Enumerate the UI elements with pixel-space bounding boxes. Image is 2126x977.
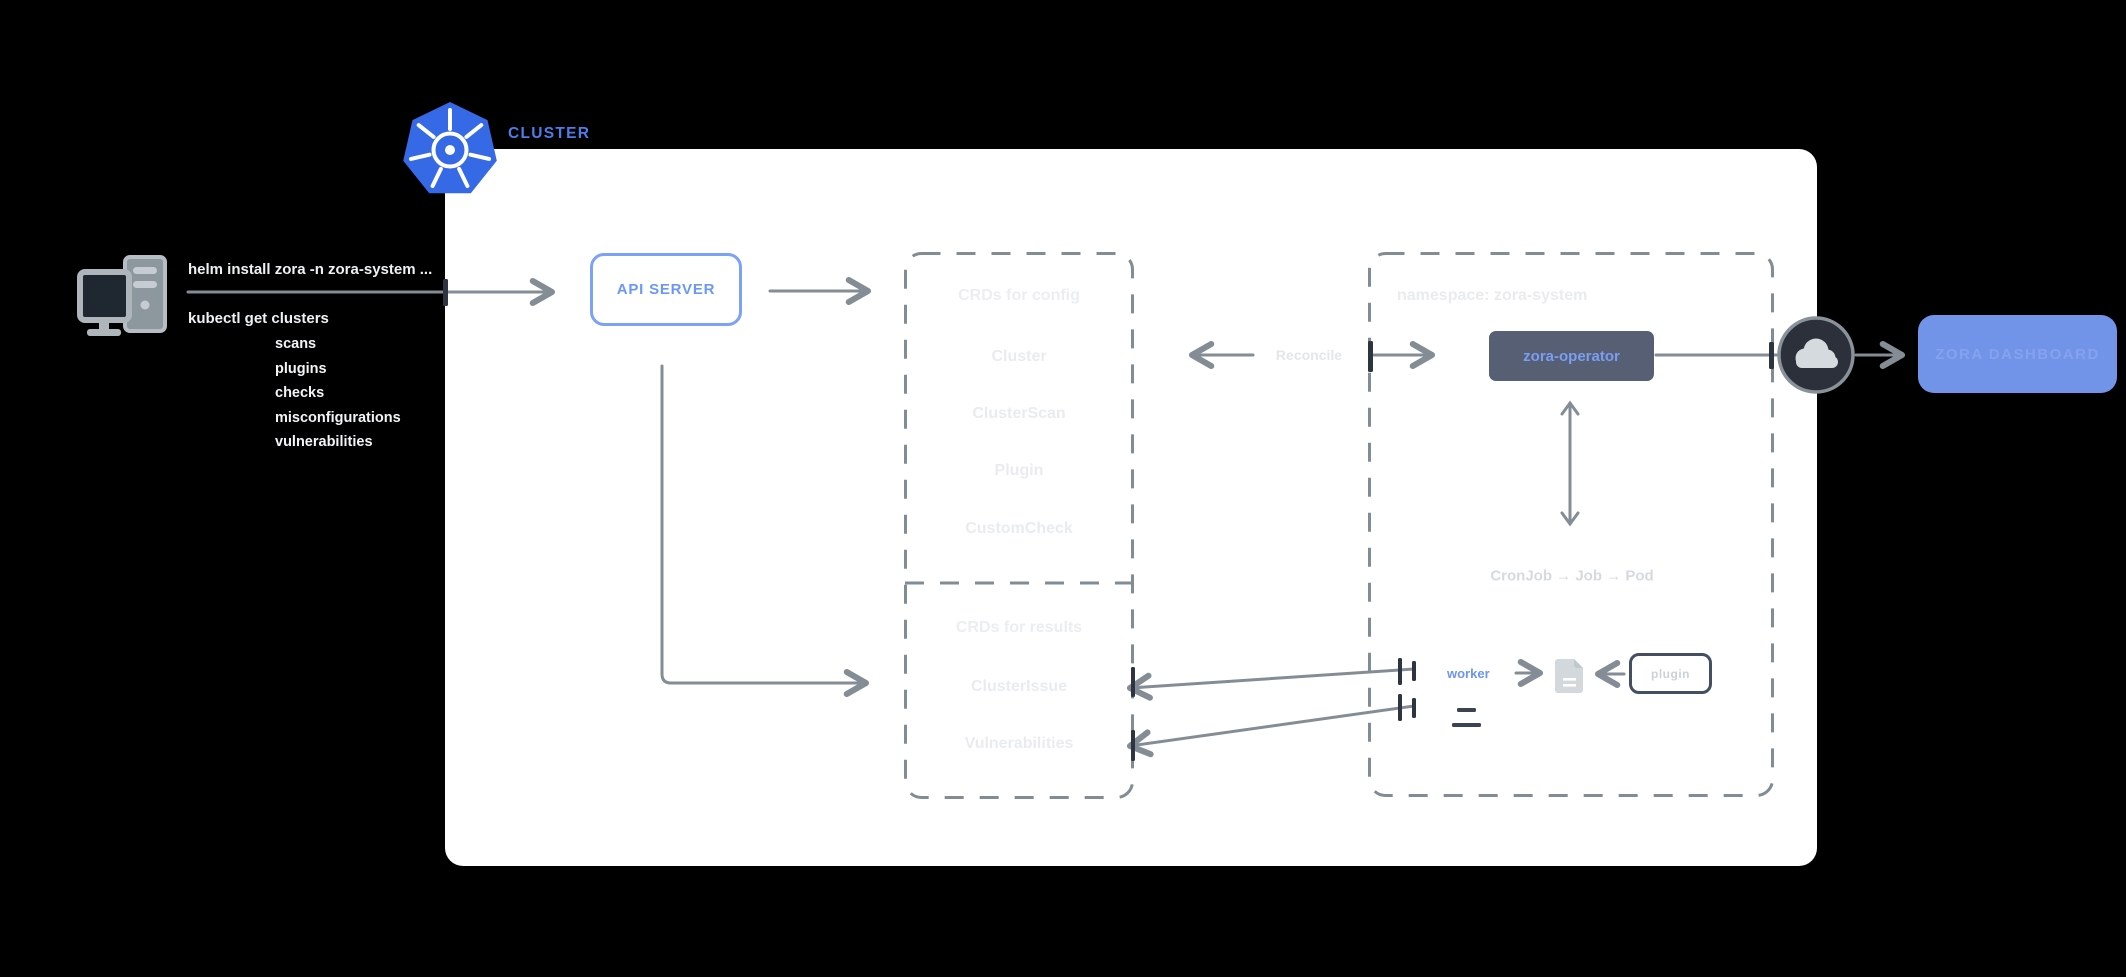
kubectl-resource: plugins [275, 360, 327, 377]
crd-item-vulnerabilities: Vulnerabilities [964, 735, 1074, 752]
kubectl-resource-list: scans plugins checks misconfigurations v… [275, 332, 401, 455]
kubectl-resource: scans [275, 336, 317, 352]
namespace-dashed-box [1368, 252, 1774, 797]
kubernetes-logo-icon [403, 102, 497, 194]
crds-results-title: CRDs for results [955, 619, 1083, 636]
crd-item-clusterscan: ClusterScan [972, 405, 1066, 422]
namespace-title: namespace: zora-system [1397, 287, 1588, 304]
api-server-label: API SERVER [616, 281, 716, 298]
kubectl-resource: misconfigurations [275, 409, 401, 426]
equals-marks [1452, 708, 1481, 727]
crd-item-plugin: Plugin [994, 462, 1044, 479]
plugin-box: plugin [1629, 653, 1712, 694]
zora-operator-box: zora-operator [1489, 331, 1654, 381]
crds-config-title: CRDs for config [958, 287, 1080, 304]
crd-item-customcheck: CustomCheck [965, 520, 1073, 537]
helm-command: helm install zora -n zora-system ... [188, 261, 433, 278]
cluster-title: CLUSTER [508, 125, 591, 142]
cloud-icon [1777, 316, 1855, 394]
crds-dashed-box [904, 252, 1134, 799]
api-server-box: API SERVER [590, 253, 742, 326]
worker-label: worker [1447, 666, 1490, 681]
computer-icon [77, 255, 167, 336]
crd-item-clusterissue: ClusterIssue [970, 678, 1068, 695]
zora-operator-label: zora-operator [1523, 347, 1620, 365]
zora-dashboard-box: ZORA DASHBOARD [1918, 315, 2117, 393]
arrows [186, 276, 1906, 758]
document-icon [1555, 659, 1583, 693]
plugin-label: plugin [1651, 666, 1690, 681]
kubectl-resource: checks [275, 385, 325, 402]
cronjob-flow-label: CronJob → Job → Pod [1490, 567, 1654, 585]
reconcile-label: Reconcile [1275, 347, 1343, 363]
tick-marks [443, 279, 1774, 761]
crd-item-cluster: Cluster [991, 348, 1047, 365]
kubectl-resource: vulnerabilities [275, 434, 373, 451]
zora-dashboard-label: ZORA DASHBOARD [1935, 345, 2100, 363]
kubectl-command: kubectl get clusters [188, 310, 329, 327]
